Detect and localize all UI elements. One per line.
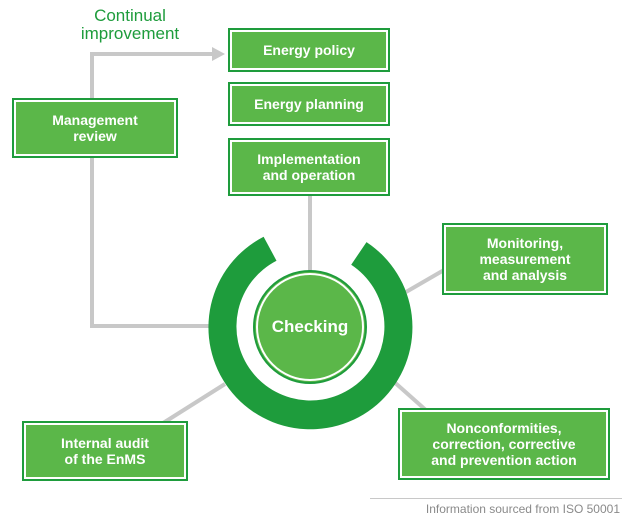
checking-circle-inner-ring [256,273,364,381]
loop-connector [90,52,214,328]
checking-circle [253,270,367,384]
source-divider [370,498,622,499]
continual-improvement-label: Continual improvement [80,6,180,43]
nonconformities-box: Nonconformities, correction, corrective … [398,408,610,480]
arrow-head [212,47,225,61]
energy-policy-label: Energy policy [263,42,355,58]
implementation-label: Implementation and operation [257,151,361,183]
nonconformities-label: Nonconformities, correction, corrective … [431,420,577,468]
source-note: Information sourced from ISO 50001 [425,502,620,516]
checking-ring [208,236,413,430]
checking-label: Checking [271,317,349,336]
audit-connector [158,382,227,427]
energy-policy-box: Energy policy [228,28,390,72]
monitoring-connector [404,268,446,294]
implementation-box: Implementation and operation [228,138,390,196]
energy-planning-box: Energy planning [228,82,390,126]
energy-planning-label: Energy planning [254,96,364,112]
connectors [90,52,446,427]
internal-audit-box: Internal audit of the EnMS [22,421,188,481]
monitoring-label: Monitoring, measurement and analysis [479,235,571,283]
management-review-label: Management review [52,112,138,144]
nonconformities-connector [390,378,430,414]
internal-audit-label: Internal audit of the EnMS [61,435,149,467]
monitoring-box: Monitoring, measurement and analysis [442,223,608,295]
management-review-box: Management review [12,98,178,158]
